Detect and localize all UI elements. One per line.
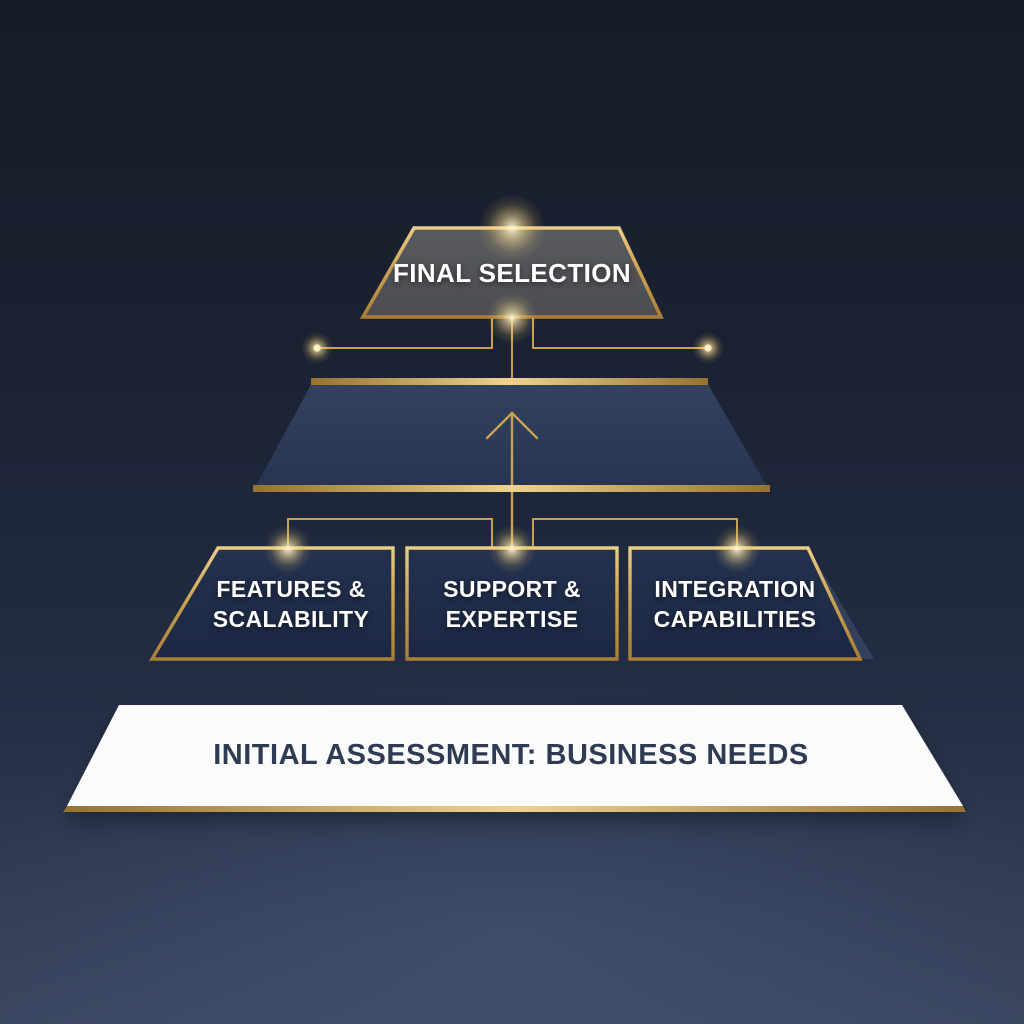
band-bottom-edge [253, 485, 770, 492]
base-band [63, 705, 966, 812]
base-label: INITIAL ASSESSMENT: BUSINESS NEEDS [213, 738, 809, 771]
criteria-label-features-scalability: FEATURES & SCALABILITY [186, 549, 396, 659]
criteria-label-line: EXPERTISE [445, 606, 579, 632]
criteria-label-line: SCALABILITY [212, 606, 370, 632]
base-band-gold-edge [63, 806, 966, 812]
criteria-label-line: FEATURES & [216, 575, 366, 602]
band-top-edge [311, 378, 708, 385]
glow-highlights [264, 194, 761, 573]
criteria-label-integration-capabilities: INTEGRATION CAPABILITIES [632, 549, 838, 659]
criteria-box-side-face [808, 548, 874, 659]
criteria-label-line: SUPPORT & [443, 575, 581, 602]
criteria-label-support-expertise: SUPPORT & EXPERTISE [407, 549, 617, 659]
apex-trapezoid [359, 226, 664, 319]
criteria-box-support-expertise [405, 546, 619, 661]
criteria-box-features-scalability [149, 546, 395, 661]
criteria-label-line: INTEGRATION [654, 575, 816, 602]
criteria-label-line: CAPABILITIES [653, 606, 817, 632]
apex-label: FINAL SELECTION [392, 257, 632, 288]
